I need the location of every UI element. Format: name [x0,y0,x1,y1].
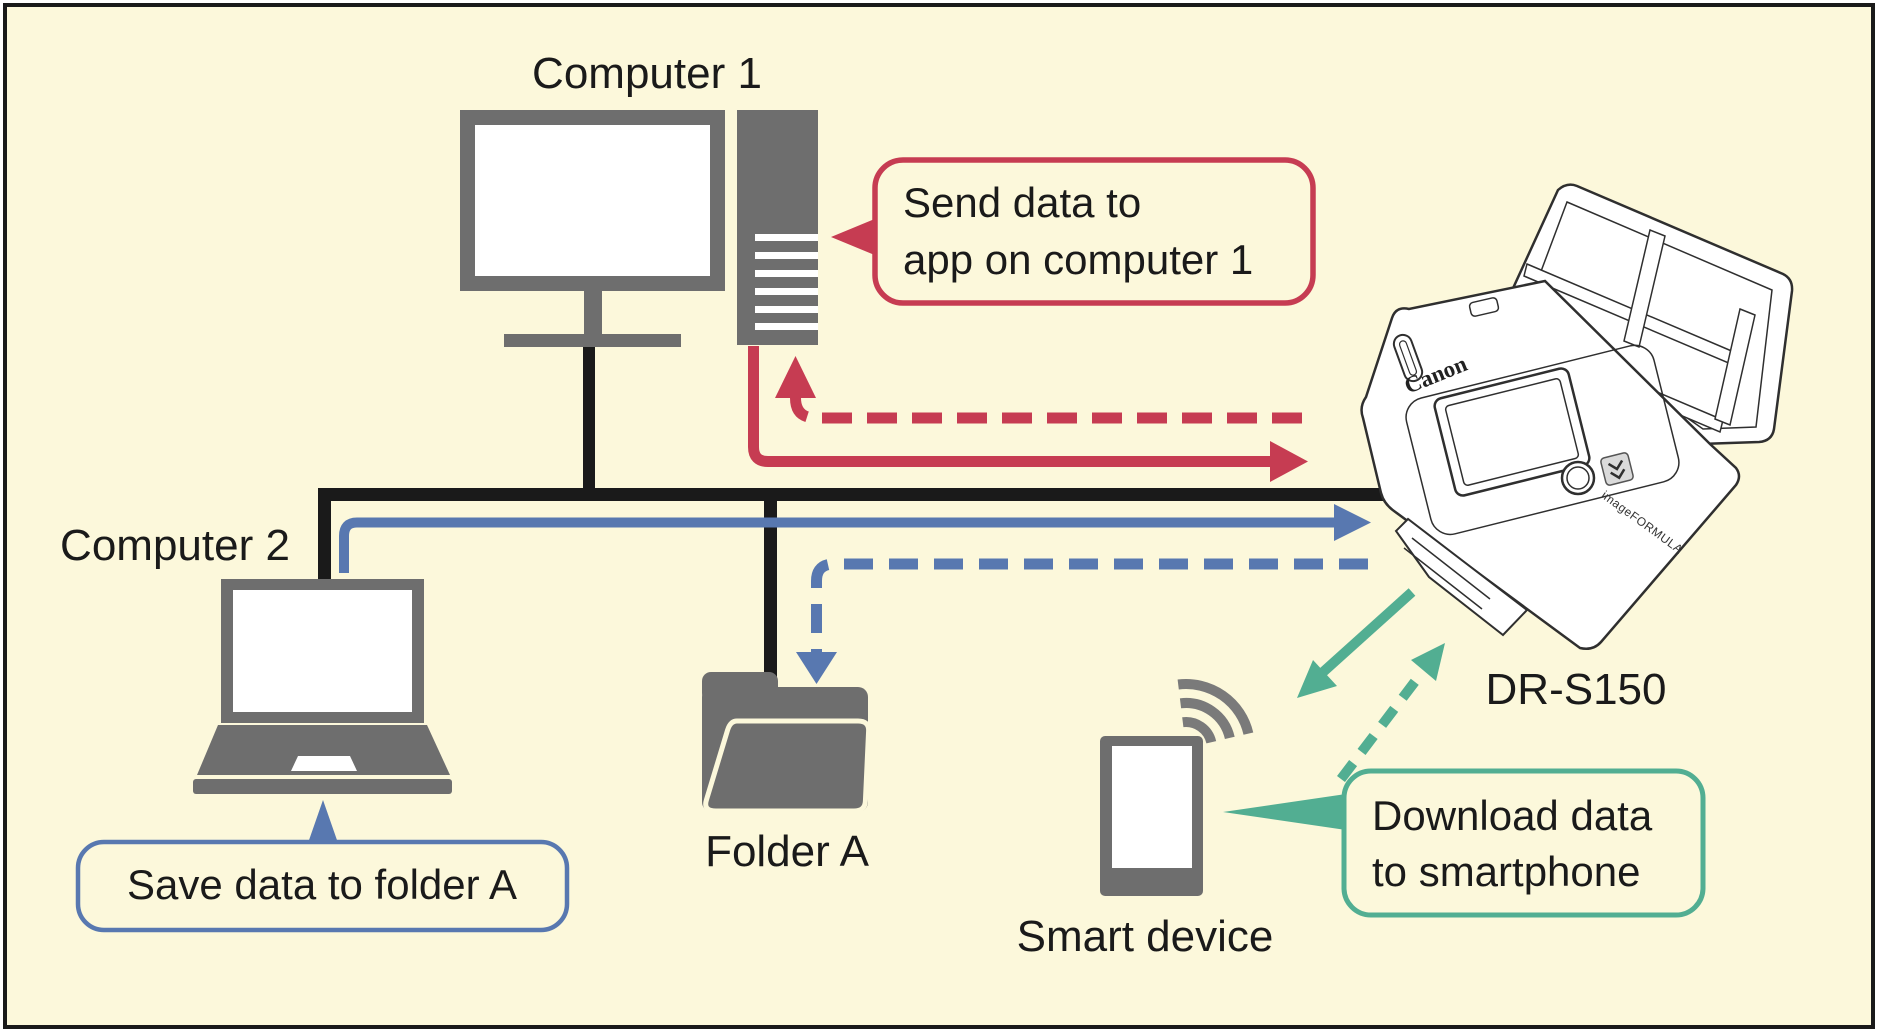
blue-arrowhead-right-icon [1334,504,1371,541]
blue-callout-line1: Save data to folder A [127,861,517,908]
blue-solid-flow-line [339,517,1334,573]
blue-dashed-flow-line [811,558,1368,652]
teal-wireless-arrows [1297,588,1445,783]
wifi-signal-icon [1177,679,1254,744]
computer2-icon [193,579,452,794]
network-bus-line [324,488,1394,501]
imageformula-badge-icon [1600,452,1634,486]
computer1-icon [460,110,818,347]
callout-send-to-app: Send data to app on computer 1 [831,157,1316,306]
smart-device-label: Smart device [1017,912,1274,961]
red-callout-line2: app on computer 1 [903,236,1253,283]
folder-a-label: Folder A [705,827,870,876]
smartphone-screen [1112,746,1192,868]
red-dashed-flow-line [790,397,1302,424]
monitor-screen [475,125,710,276]
scanner-touchscreen [1433,367,1591,497]
folder-a-icon [702,672,872,814]
red-solid-flow-line [748,346,1270,467]
teal-callout-line2: to smartphone [1372,848,1641,895]
folder-network-line [764,498,777,688]
scanner-paper-guide [1714,307,1756,427]
computer2-label: Computer 2 [60,521,290,570]
laptop-keyboard-deck [197,725,450,775]
computer1-label: Computer 1 [532,49,762,98]
red-callout-pointer-icon [831,218,877,256]
desktop-tower [737,110,818,345]
red-callout-line1: Send data to [903,179,1141,226]
teal-dashed-flow-line [1337,667,1427,783]
folder-front [703,718,872,814]
teal-callout-bubble [1341,768,1706,918]
teal-arrowhead-downleft-icon [1297,660,1337,698]
scanner-paper-guide [1623,228,1666,349]
red-arrowhead-up-icon [775,356,816,398]
tower-vent-slots [755,234,818,330]
callout-download-to-phone: Download data to smartphone [1223,768,1706,918]
teal-solid-flow-line [1318,588,1416,677]
red-arrowhead-right-icon [1270,441,1308,482]
smart-device-icon [1100,679,1254,896]
scanner-handle [1392,333,1424,383]
scanner-feed-tray [1502,183,1794,446]
monitor-stand-neck [584,291,602,335]
red-flow-arrows [748,346,1308,482]
laptop-base [193,779,452,794]
teal-callout-line1: Download data [1372,792,1653,839]
blue-flow-arrows [339,504,1371,684]
computer1-network-line [583,345,595,489]
computer2-network-line [318,488,331,580]
network-lines [318,345,1394,688]
scanner-illustration: Canon imageFORMULA [1360,183,1794,650]
monitor-stand-base [504,334,681,347]
laptop-trackpad [291,756,357,771]
laptop-screen [233,590,412,712]
scanner-label: DR-S150 [1486,665,1667,714]
teal-callout-pointer-icon [1223,794,1346,830]
blue-arrowhead-down-icon [796,652,837,684]
blue-callout-pointer-icon [308,800,338,843]
callout-save-to-folder: Save data to folder A [75,800,570,933]
teal-arrowhead-upright-icon [1411,643,1445,681]
